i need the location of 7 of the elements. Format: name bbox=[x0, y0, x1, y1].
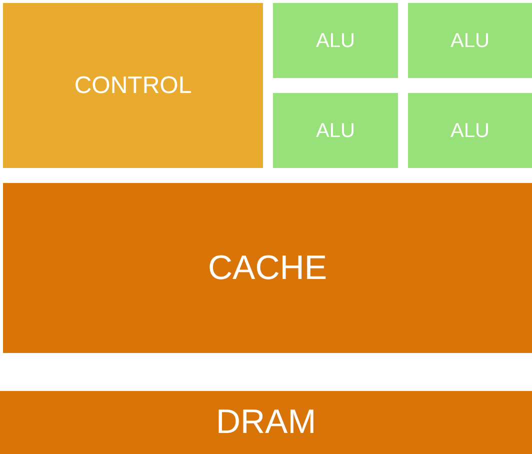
cache-block: CACHE bbox=[3, 183, 532, 353]
control-unit-block: CONTROL bbox=[3, 3, 263, 168]
alu-block: ALU bbox=[273, 3, 398, 78]
alu-block: ALU bbox=[408, 3, 532, 78]
dram-block: DRAM bbox=[0, 391, 532, 454]
alu-block: ALU bbox=[273, 93, 398, 168]
alu-block: ALU bbox=[408, 93, 532, 168]
